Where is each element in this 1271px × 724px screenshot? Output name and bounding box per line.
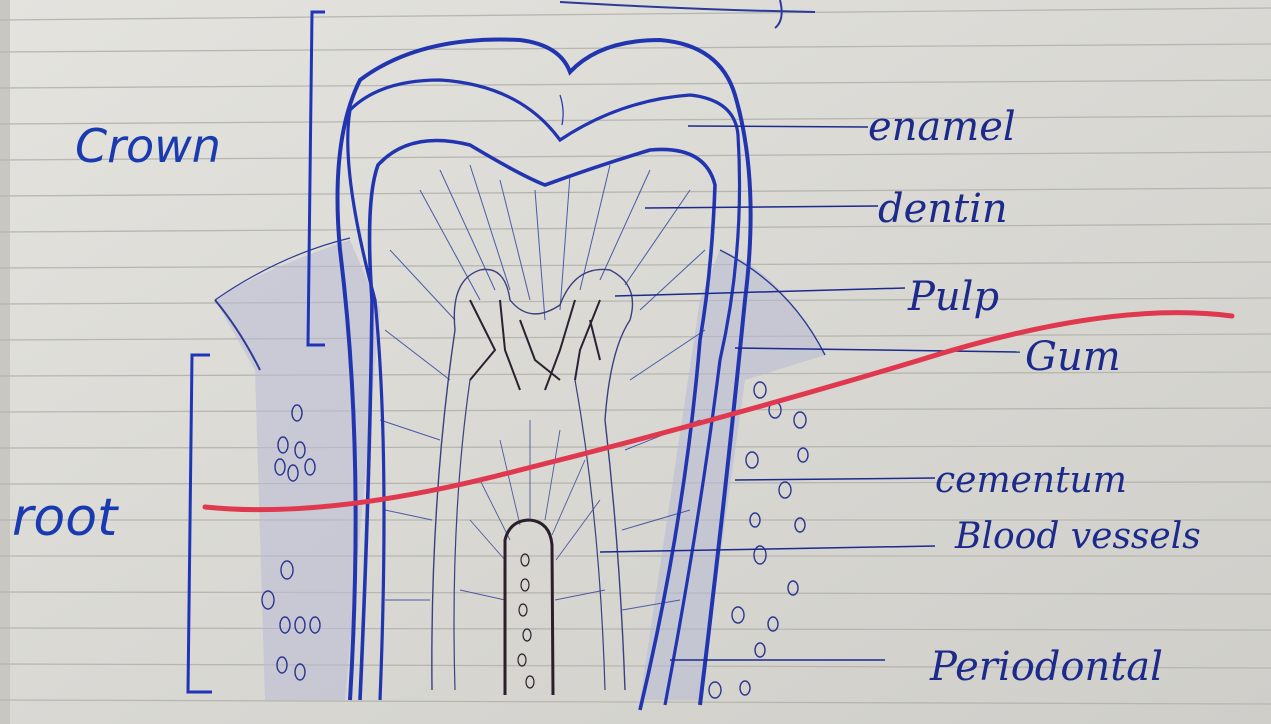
- page-edge: [0, 0, 10, 724]
- root-label: root: [12, 488, 119, 548]
- pulp-label: Pulp: [907, 274, 999, 320]
- enamel-label: enamel: [868, 104, 1016, 150]
- dentin-label: dentin: [878, 186, 1008, 232]
- periodontal-label: Periodontal: [929, 644, 1163, 690]
- gum-label: Gum: [1025, 334, 1121, 380]
- crown-label: Crown: [75, 119, 221, 173]
- cementum-label: cementum: [935, 460, 1127, 501]
- blood-vessels-label: Blood vessels: [954, 516, 1201, 557]
